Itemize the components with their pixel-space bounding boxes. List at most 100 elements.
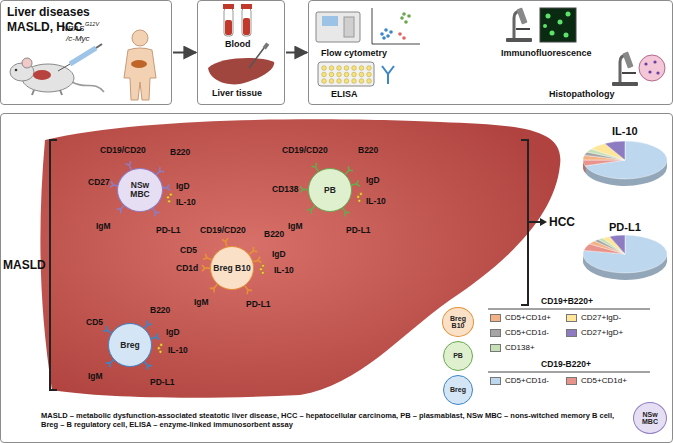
marker-label: IL-10 <box>176 198 196 207</box>
cell-circle: NSw MBC <box>117 168 163 212</box>
legend-swatch <box>490 344 501 352</box>
cell-label: Breg <box>120 341 139 350</box>
bracket <box>521 140 528 305</box>
elisa-plate <box>318 62 394 86</box>
label: CD19-B220+ <box>541 360 591 369</box>
liver-outline <box>40 119 560 397</box>
marker-label: IgM <box>88 372 103 381</box>
legend-item: CD5+CD1d+ <box>490 313 551 323</box>
cell-circle: PB <box>443 341 473 371</box>
legend-item: CD27+IgD- <box>566 313 621 323</box>
flow-cytometer <box>316 8 420 44</box>
label: MASLD <box>3 259 46 271</box>
marker-label: B220 <box>264 230 284 239</box>
marker-label: CD19/CD20 <box>100 146 146 155</box>
syringe-icon <box>58 44 102 71</box>
legend-item: CD5+CD1d- <box>490 376 549 386</box>
legend-swatch <box>490 314 501 322</box>
panel-text: Flow cytometry <box>321 49 387 58</box>
legend-rule <box>488 309 650 310</box>
marker-label: IgM <box>288 222 303 231</box>
arrow <box>528 221 541 223</box>
cell-circle: Breg <box>108 323 152 367</box>
marker-label: IgD <box>366 176 380 185</box>
marker-label: CD5 <box>180 246 197 255</box>
marker-label: B220 <box>170 148 190 157</box>
cell-label: NSw MBC <box>636 411 664 426</box>
marker-label: IgD <box>272 250 286 259</box>
marker-label: CD138 <box>272 185 298 194</box>
gene-label: G12V <box>85 22 99 28</box>
marker-label: CD19/CD20 <box>282 146 328 155</box>
receptors <box>103 161 362 369</box>
label: HCC <box>549 216 575 228</box>
marker-label: B220 <box>150 306 170 315</box>
legend-item: CD138+ <box>490 343 535 353</box>
gene-label: NRAS <box>62 25 84 33</box>
cell-circle: NSw MBC <box>633 402 667 434</box>
panel-box: Flow cytometry ImmunofluorescenceELISA His… <box>308 0 673 105</box>
human-illustration <box>124 30 156 100</box>
marker-label: PD-L1 <box>246 300 271 309</box>
panel-text: Liver tissue <box>212 89 262 98</box>
legend-text: CD5+CD1d+ <box>505 313 551 323</box>
flow-arrow <box>173 52 196 54</box>
legend-swatch <box>490 377 501 385</box>
marker-label: IgD <box>166 328 180 337</box>
cell-circle: Breg B10 <box>442 307 474 337</box>
label: CD19+B220+ <box>541 297 593 306</box>
marker-label: PD-L1 <box>346 226 371 235</box>
panel-text: Immunofluorescence <box>501 49 592 58</box>
panel-text: Blood <box>225 40 251 49</box>
legend-swatch <box>566 314 577 322</box>
marker-label: IL-10 <box>168 346 188 355</box>
legend-text: CD138+ <box>505 343 535 353</box>
marker-label: IL-10 <box>366 197 386 206</box>
pie-charts <box>583 141 667 280</box>
cell-circle: Breg B10 <box>210 246 254 290</box>
legend-rule <box>488 372 650 373</box>
cell-label: Breg <box>450 386 466 393</box>
cell-label: Breg B10 <box>213 264 250 273</box>
legend-swatch <box>566 329 577 337</box>
legend-swatch <box>490 329 501 337</box>
cell-label: NSw MBC <box>120 181 160 199</box>
marker-label: PD-L1 <box>156 226 181 235</box>
panel-text: Histopathology <box>549 90 615 99</box>
blood-tubes <box>223 4 252 36</box>
panel-box: BloodLiver tissue <box>197 0 285 105</box>
flow-arrow <box>286 52 307 54</box>
marker-label: IgD <box>176 182 190 191</box>
histopathology-microscope <box>612 51 665 86</box>
legend-text: CD27+IgD+ <box>581 328 623 338</box>
marker-label: CD27 <box>88 178 110 187</box>
legend-text: CD5+CD1d- <box>505 376 549 386</box>
legend-item: CD27+IgD+ <box>566 328 623 338</box>
marker-label: IgM <box>96 222 111 231</box>
marker-label: CD5 <box>86 318 103 327</box>
gene-label: /c-Myc <box>66 35 90 43</box>
panel-box: Liver diseasesMASLD, HCC <box>0 0 172 105</box>
footnote: MASLD – metabolic dysfunction-associated… <box>41 411 626 430</box>
cell-circle: Breg <box>443 375 473 405</box>
mouse-illustration <box>10 58 104 95</box>
legend-item: CD5+CD1d- <box>490 328 549 338</box>
legend-item: CD5+CD1d+ <box>566 376 627 386</box>
cell-circle: PB <box>308 168 352 212</box>
fluorescence-microscope <box>506 7 576 42</box>
marker-label: IL-10 <box>274 266 294 275</box>
legend-swatch <box>566 377 577 385</box>
panel-text: ELISA <box>331 90 358 99</box>
bracket <box>50 140 57 390</box>
arrowhead <box>540 218 547 226</box>
legend-text: CD27+IgD- <box>581 313 621 323</box>
cell-label: PB <box>453 352 463 359</box>
cell-label: PB <box>324 186 336 195</box>
marker-label: CD1d <box>176 264 198 273</box>
panel-box: MASLD – metabolic dysfunction-associated… <box>0 113 673 443</box>
legend-text: CD5+CD1d- <box>505 328 549 338</box>
marker-label: IgM <box>194 298 209 307</box>
label: PD-L1 <box>609 222 641 233</box>
label: IL-10 <box>612 126 638 137</box>
